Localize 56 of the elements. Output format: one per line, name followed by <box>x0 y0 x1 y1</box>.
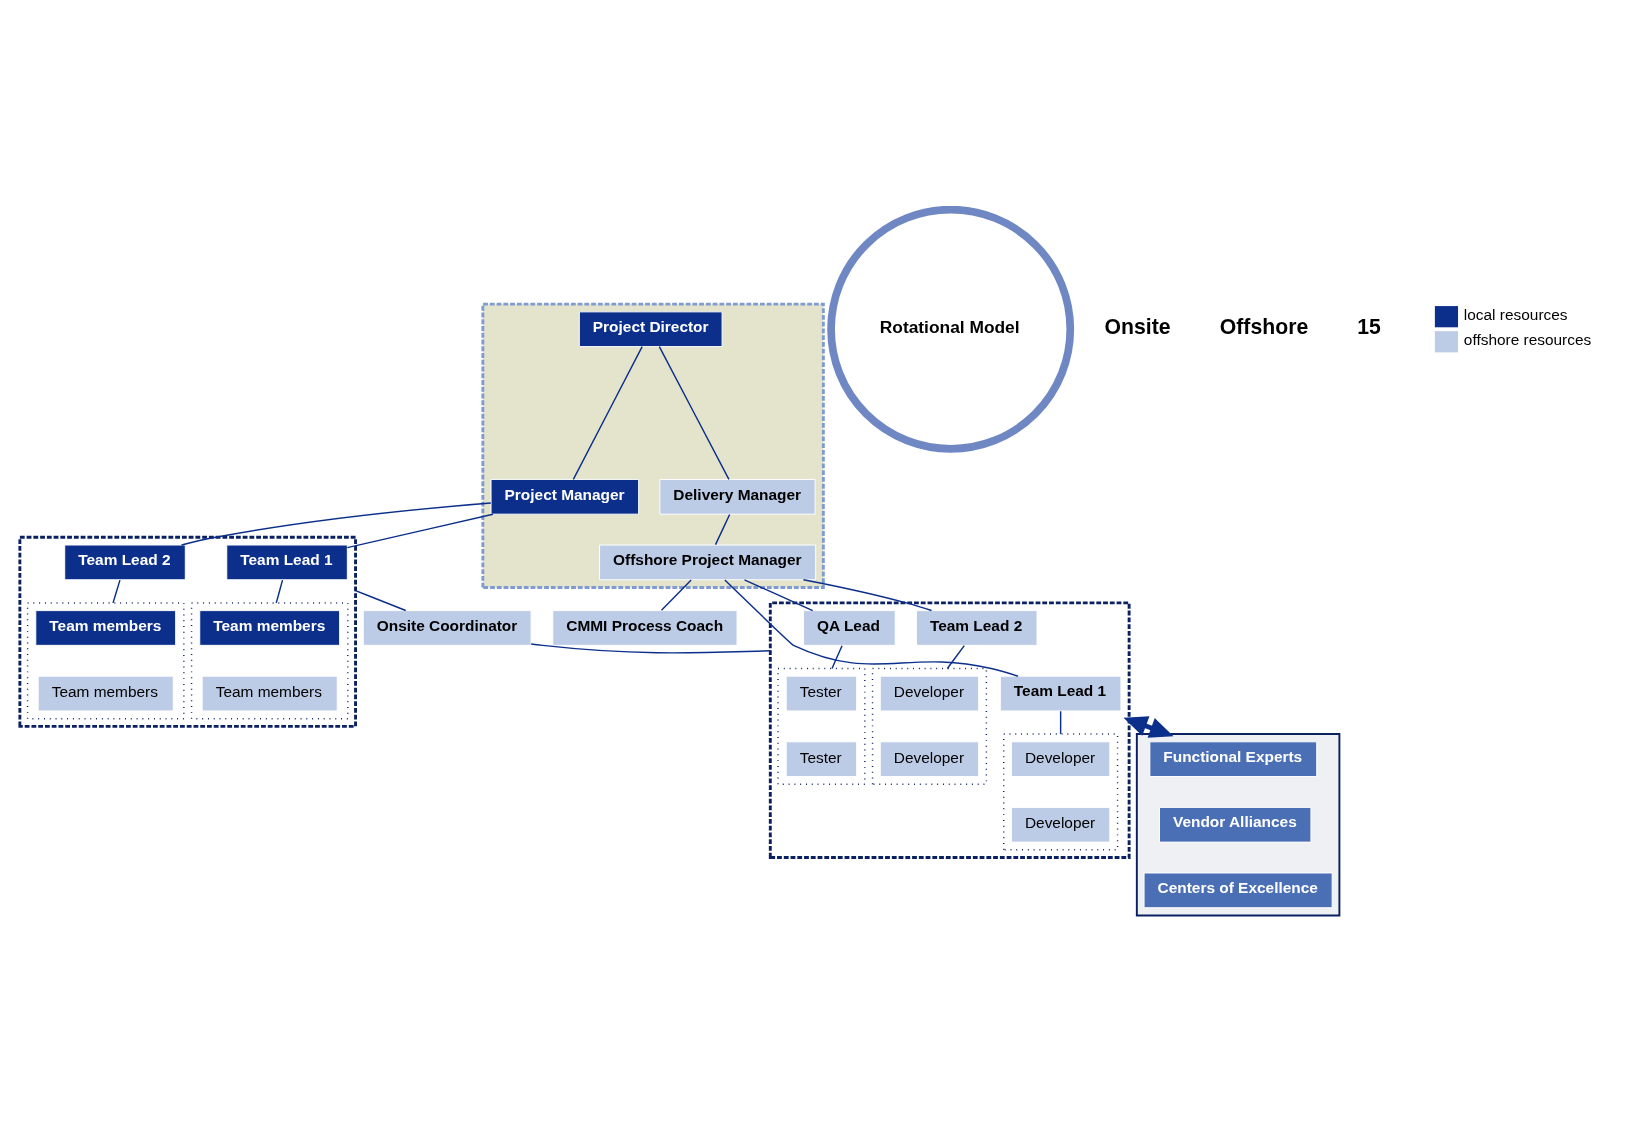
cluster <box>777 667 866 785</box>
label: Offshore <box>1219 314 1309 338</box>
connector <box>346 513 494 549</box>
cluster <box>768 601 1131 859</box>
node-box: Vendor Alliances <box>1159 806 1312 843</box>
legend-label: offshore resources <box>1463 331 1592 349</box>
legend-label: local resources <box>1463 306 1568 324</box>
cluster <box>871 667 988 785</box>
arrow <box>1123 716 1174 738</box>
cluster <box>1135 733 1341 917</box>
cluster <box>481 302 825 589</box>
connector <box>714 513 731 546</box>
label: 15 <box>1357 314 1381 338</box>
connector <box>658 345 730 481</box>
node-box: QA Lead <box>803 610 896 646</box>
node-box: Delivery Manager <box>659 478 816 515</box>
node-box: Tester <box>785 741 858 777</box>
node-box: Developer <box>879 675 980 712</box>
node-box: Onsite Coordinator <box>362 610 532 646</box>
node-box: Team members <box>37 675 174 712</box>
node-box: Centers of Excellence <box>1143 872 1333 909</box>
node-box: Team Lead 2 <box>64 544 186 581</box>
connector <box>802 579 933 612</box>
connector <box>530 643 772 654</box>
cluster <box>1003 733 1119 851</box>
connector <box>275 579 284 604</box>
connector <box>743 579 814 612</box>
connector <box>946 644 966 670</box>
connector <box>831 644 843 670</box>
connector <box>572 345 643 481</box>
connector <box>180 502 492 546</box>
connector <box>1059 710 1062 735</box>
connector <box>354 589 407 612</box>
label: Onsite <box>1104 314 1171 338</box>
node-box: Team Lead 1 <box>226 544 348 581</box>
node-box: Developer <box>879 741 980 777</box>
node-box: Developer <box>1010 741 1111 777</box>
node-box: Team members <box>35 610 177 646</box>
node-box: Team members <box>199 610 341 646</box>
connector <box>112 579 121 604</box>
node-box: Offshore Project Manager <box>599 544 817 581</box>
node-box: Developer <box>1010 806 1111 843</box>
cluster <box>18 535 357 728</box>
cluster <box>190 602 349 720</box>
node-box: Tester <box>785 675 858 712</box>
cluster <box>26 602 185 720</box>
node-box: Team Lead 1 <box>999 675 1122 712</box>
node-circle: Rotational Model <box>827 206 1075 453</box>
connector <box>660 579 692 611</box>
connector <box>724 579 1019 677</box>
node-box: Functional Experts <box>1149 741 1318 777</box>
node-box: Project Manager <box>490 478 640 515</box>
node-box: Team Lead 2 <box>915 610 1038 646</box>
node-box: Project Director <box>578 311 723 348</box>
node-box: Team members <box>201 675 338 712</box>
node-box: CMMI Process Coach <box>552 610 738 646</box>
